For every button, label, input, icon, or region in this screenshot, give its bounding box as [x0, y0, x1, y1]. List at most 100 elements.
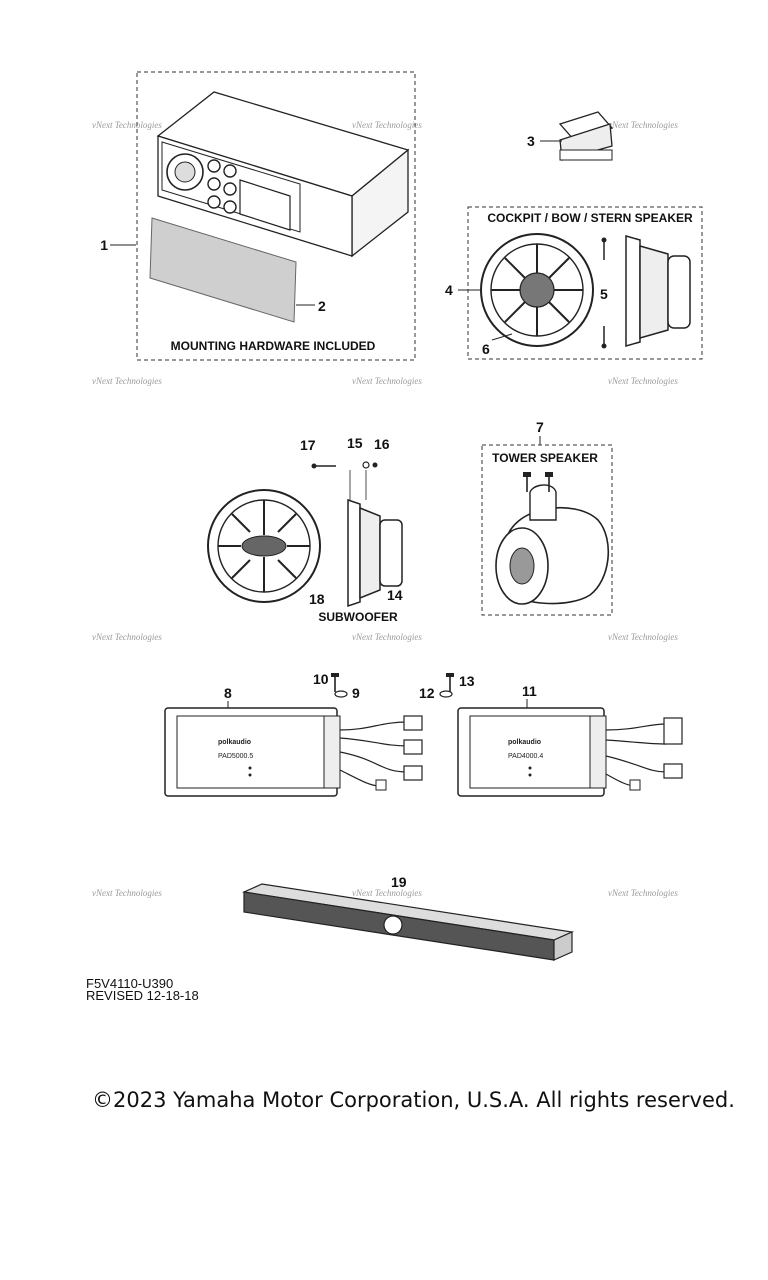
amplifier-11-group: polkaudio PAD4000.4 11 12 13 [419, 673, 683, 797]
speaker-magnet-icon [667, 255, 691, 329]
subwoofer-logo-icon [241, 535, 287, 557]
gasket-icon [149, 217, 297, 323]
speaker-basket-icon [639, 245, 669, 339]
watermark-3: vNext Technologies [608, 120, 678, 130]
speaker-cone-icon [519, 272, 555, 308]
callout-12: 12 [419, 685, 435, 701]
tower-speaker-group: 7 TOWER SPEAKER [481, 419, 613, 616]
washer-icon [334, 690, 348, 698]
cockpit-speaker-dashed-box [467, 206, 703, 360]
tower-clamp-icon [529, 484, 557, 521]
washer-icon [362, 461, 370, 469]
leader-line [491, 333, 513, 341]
watermark-7: vNext Technologies [92, 632, 162, 642]
subwoofer-magnet-icon [379, 519, 403, 587]
button-icon [223, 164, 237, 178]
button-icon [207, 195, 221, 209]
subwoofer-group: 17 15 16 18 14 SUBWOOFER [207, 435, 403, 624]
watermark-2: vNext Technologies [352, 120, 422, 130]
revised-date: REVISED 12-18-18 [86, 988, 199, 1003]
button-icon [207, 159, 221, 173]
speaker-flange-icon [625, 235, 641, 347]
copyright-notice: ©2023 Yamaha Motor Corporation, U.S.A. A… [92, 1088, 735, 1112]
amplifier-8-model: PAD5000.5 [218, 753, 253, 760]
bracket-group: 3 [527, 111, 614, 161]
callout-1: 1 [100, 237, 108, 253]
watermark-11: vNext Technologies [352, 888, 422, 898]
callout-18: 18 [309, 591, 325, 607]
subwoofer-heading: SUBWOOFER [318, 610, 398, 624]
watermark-9: vNext Technologies [608, 632, 678, 642]
fuse-icon [375, 779, 387, 791]
tower-speaker-heading: TOWER SPEAKER [492, 451, 598, 465]
callout-17: 17 [300, 437, 316, 453]
head-unit-group: 1 2 MOUNTING HARDWARE INCLUDED [100, 71, 416, 361]
wire [605, 739, 667, 745]
bracket-base-icon [559, 149, 613, 161]
callout-8: 8 [224, 685, 232, 701]
watermark-8: vNext Technologies [352, 632, 422, 642]
watermarks: vNext Technologies vNext Technologies vN… [92, 120, 678, 898]
connector-icon [403, 715, 423, 731]
callout-11: 11 [522, 683, 537, 699]
wire [605, 755, 667, 773]
callout-15: 15 [347, 435, 363, 451]
amplifier-8-brand: polkaudio [218, 739, 251, 746]
wire [339, 751, 409, 773]
callout-6: 6 [482, 341, 490, 357]
amplifier-11-terminal-block [589, 715, 607, 789]
wire [339, 769, 381, 787]
callout-9: 9 [352, 685, 360, 701]
amplifier-11-body [457, 707, 605, 797]
amplifier-11-model: PAD4000.4 [508, 753, 543, 760]
callout-14: 14 [387, 587, 403, 603]
soundbar-group: 19 [241, 874, 575, 961]
nut-icon [372, 462, 378, 468]
subwoofer-basket-icon [359, 506, 381, 600]
amplifier-8-group: polkaudio PAD5000.5 8 10 9 [164, 671, 423, 797]
connector-icon [403, 765, 423, 781]
document-code: F5V4110-U390 REVISED 12-18-18 [86, 976, 199, 1003]
amplifier-8-terminal-block [323, 715, 341, 789]
watermark-5: vNext Technologies [352, 376, 422, 386]
tower-speaker-dashed-box [481, 444, 613, 616]
bracket-icon [558, 111, 614, 141]
connector-icon [663, 763, 683, 779]
callout-2: 2 [318, 298, 326, 314]
callout-16: 16 [374, 436, 390, 452]
fuse-icon [629, 779, 641, 791]
callout-3: 3 [527, 133, 535, 149]
callout-13: 13 [459, 673, 475, 689]
knob-center-icon [174, 161, 196, 183]
wire [605, 723, 667, 731]
callout-10: 10 [313, 671, 329, 687]
subwoofer-flange-icon [347, 498, 361, 608]
button-icon [223, 200, 237, 214]
display-screen-icon [239, 179, 291, 231]
watermark-10: vNext Technologies [92, 888, 162, 898]
watermark-1: vNext Technologies [92, 120, 162, 130]
watermark-12: vNext Technologies [608, 888, 678, 898]
head-unit-dashed-box [136, 71, 416, 361]
connector-icon [403, 739, 423, 755]
watermark-6: vNext Technologies [608, 376, 678, 386]
callout-5: 5 [600, 286, 608, 302]
cockpit-speaker-heading: COCKPIT / BOW / STERN SPEAKER [487, 211, 693, 225]
callout-4: 4 [445, 282, 453, 298]
button-icon [223, 182, 237, 196]
amplifier-8-body [164, 707, 338, 797]
soundbar-endcap [553, 931, 573, 961]
button-icon [207, 177, 221, 191]
wire [339, 721, 409, 731]
callout-7: 7 [536, 419, 544, 435]
soundbar-logo-icon [383, 915, 403, 935]
watermark-4: vNext Technologies [92, 376, 162, 386]
wire [339, 737, 409, 747]
washer-icon [439, 690, 453, 698]
callout-19: 19 [391, 874, 407, 890]
cockpit-speaker-group: COCKPIT / BOW / STERN SPEAKER 4 5 6 [445, 206, 703, 360]
part-number: F5V4110-U390 [86, 976, 174, 991]
mounting-hardware-heading: MOUNTING HARDWARE INCLUDED [171, 339, 376, 353]
amplifier-11-brand: polkaudio [508, 739, 541, 746]
